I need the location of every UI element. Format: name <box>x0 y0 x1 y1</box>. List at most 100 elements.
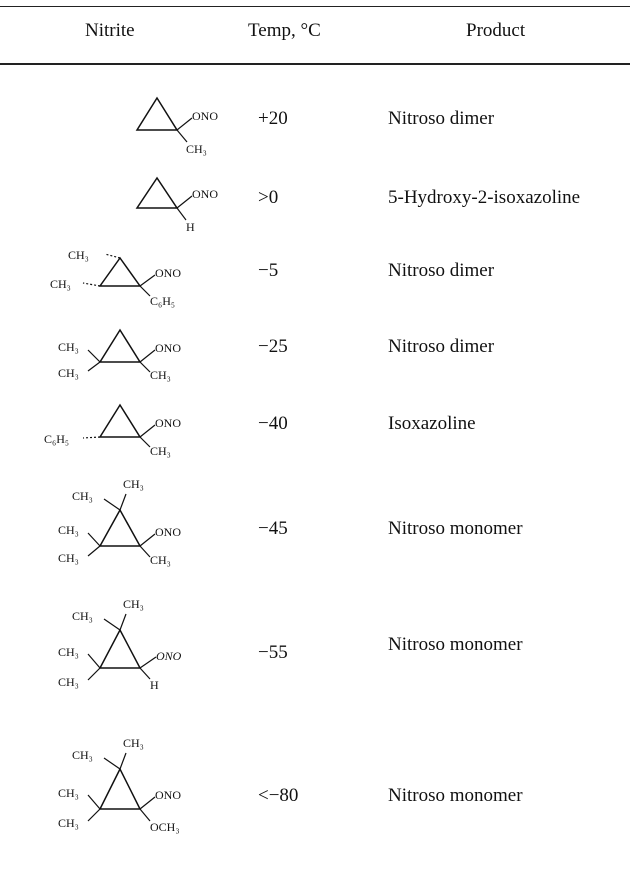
bond-ll <box>87 667 101 681</box>
nitrite-structure: CH₃ CH₃ CH₃ CH₃ ONO OCH₃ <box>20 723 220 843</box>
cyclopropane-ring <box>135 96 179 131</box>
nitrite-structure: CH₃ CH₃ ONO C₆H₅ <box>20 238 220 308</box>
header-product: Product <box>466 20 526 41</box>
bond-sub <box>176 129 188 143</box>
bond-ul <box>87 653 101 669</box>
bond-sub <box>139 361 151 373</box>
bond-ll <box>87 545 101 557</box>
table-row: CH₃ CH₃ CH₃ CH₃ ONO H −55 Nitroso monome… <box>0 588 630 702</box>
header-rule <box>0 63 630 65</box>
label-ono: ONO <box>155 788 181 802</box>
temp-value: >0 <box>258 187 279 208</box>
bond-sub <box>139 436 151 448</box>
bond-left <box>82 282 101 287</box>
temp-value: <−80 <box>258 785 299 806</box>
table-row: CH₃ CH₃ CH₃ CH₃ ONO OCH₃ <−80 Nitroso mo… <box>0 723 630 843</box>
label-ll: CH₃ <box>58 816 79 830</box>
temp-value: −5 <box>258 260 279 281</box>
label-ll: CH₃ <box>58 551 79 565</box>
bond-left <box>82 436 101 439</box>
table-top-rule <box>0 6 630 7</box>
label-ul: CH₃ <box>58 645 79 659</box>
product-value: Nitroso dimer <box>388 108 495 129</box>
temp-value: −55 <box>258 642 288 663</box>
bond-sub <box>139 667 151 680</box>
bond-ll <box>87 361 101 372</box>
cyclopropane-ring <box>98 628 142 669</box>
product-value: Nitroso monomer <box>388 785 523 806</box>
cyclopropane-ring <box>98 403 142 438</box>
bond-ono <box>139 274 156 287</box>
table-row: ONO H >0 5-Hydroxy-2-isoxazoline <box>0 158 630 236</box>
label-ono: ONO <box>155 525 181 539</box>
bond-sub <box>139 545 151 558</box>
bond-ul <box>87 349 101 363</box>
cyclopropane-ring <box>135 176 179 209</box>
label-sub: H <box>186 220 195 234</box>
label-sub: CH₃ <box>150 553 171 567</box>
bond-tl <box>103 618 121 631</box>
nitrite-structure: ONO H <box>20 158 220 236</box>
bond-tl <box>103 498 121 511</box>
label-ono: ONO <box>155 266 181 280</box>
table-row: ONO CH₃ +20 Nitroso dimer <box>0 78 630 158</box>
label-top: CH₃ <box>123 477 144 491</box>
bond-ono <box>139 424 156 438</box>
product-value: Nitroso monomer <box>388 634 523 655</box>
nitrite-structure: CH₃ CH₃ CH₃ CH₃ ONO CH₃ <box>20 468 220 580</box>
label-sub: C₆H₅ <box>150 294 175 308</box>
label-ono: ONO <box>192 109 218 123</box>
bond-ono <box>176 195 193 209</box>
label-top: CH₃ <box>123 736 144 750</box>
nitrite-structure: ONO CH₃ <box>20 78 220 158</box>
bond-sub <box>139 808 151 822</box>
bond-ono <box>139 656 157 669</box>
table-row: CH₃ CH₃ ONO C₆H₅ −5 Nitroso dimer <box>0 238 630 308</box>
bond-ono <box>139 349 156 363</box>
label-ono: ONO <box>155 416 181 430</box>
label-sub: CH₃ <box>186 142 207 156</box>
bond-top <box>119 613 127 631</box>
bond-ul <box>87 794 101 810</box>
label-ul: CH₃ <box>58 340 79 354</box>
temp-value: −45 <box>258 518 288 539</box>
table-row: C₆H₅ ONO CH₃ −40 Isoxazoline <box>0 383 630 461</box>
bond-ll <box>87 808 101 822</box>
bond-sub <box>176 207 187 221</box>
cyclopropane-ring <box>98 767 142 810</box>
label-ll: CH₃ <box>58 366 79 380</box>
label-sub: CH₃ <box>150 368 171 382</box>
temp-value: −40 <box>258 413 288 434</box>
label-sub: CH₃ <box>150 444 171 458</box>
bond-top <box>119 752 127 770</box>
nitrite-structure: CH₃ CH₃ CH₃ CH₃ ONO H <box>20 588 220 702</box>
label-tl: CH₃ <box>72 489 93 503</box>
temp-value: −25 <box>258 336 288 357</box>
bond-sub <box>139 285 151 297</box>
product-value: Nitroso dimer <box>388 336 495 357</box>
product-value: Isoxazoline <box>388 413 476 434</box>
product-value: Nitroso dimer <box>388 260 495 281</box>
label-ul: CH₃ <box>58 786 79 800</box>
bond-top <box>104 253 121 259</box>
header-temp: Temp, °C <box>248 20 321 41</box>
bond-ono <box>139 796 156 810</box>
label-top: CH₃ <box>68 248 89 262</box>
bond-ono <box>176 117 193 131</box>
label-ul: CH₃ <box>58 523 79 537</box>
bond-ul <box>87 532 101 547</box>
nitrite-structure: CH₃ CH₃ ONO CH₃ <box>20 308 220 382</box>
label-sub: OCH₃ <box>150 820 180 834</box>
label-ono: ONO <box>155 341 181 355</box>
label-ono: ONO <box>156 649 182 663</box>
cyclopropane-ring <box>98 256 142 287</box>
label-tl: CH₃ <box>72 748 93 762</box>
label-top: CH₃ <box>123 597 144 611</box>
product-value: Nitroso monomer <box>388 518 523 539</box>
header-nitrite: Nitrite <box>85 20 135 41</box>
bond-top <box>119 493 127 511</box>
label-tl: CH₃ <box>72 609 93 623</box>
label-ono: ONO <box>192 187 218 201</box>
label-ll: CH₃ <box>58 675 79 689</box>
bond-tl <box>103 757 121 770</box>
